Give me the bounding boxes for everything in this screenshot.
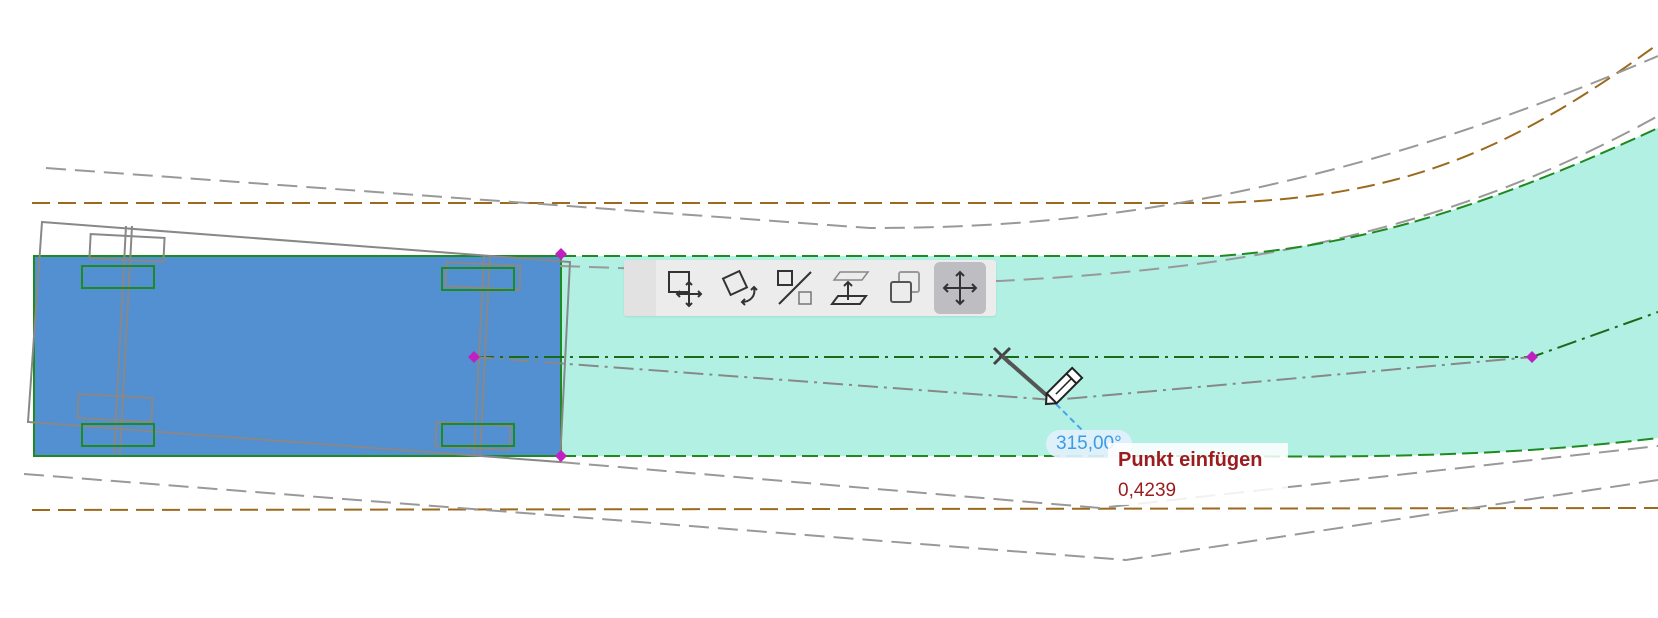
angle-guide-line — [1055, 403, 1087, 435]
multiply-button[interactable] — [879, 262, 931, 314]
pencil-cursor-icon — [1044, 366, 1084, 406]
guide-line-top — [32, 43, 1658, 204]
post-footprints — [81, 265, 515, 447]
grey-reference-top — [45, 55, 1658, 230]
post-frame-left[interactable] — [76, 225, 166, 455]
rotate-button[interactable] — [714, 262, 766, 314]
toolbar-grip-handle[interactable] — [624, 260, 656, 316]
pet-palette-toolbar[interactable] — [624, 260, 996, 316]
hotspot-markers[interactable] — [468, 248, 1538, 462]
tooltip-value: 0,4239 — [1118, 480, 1177, 501]
area-outline-top — [560, 127, 1658, 257]
rubber-band-line — [1000, 354, 1054, 402]
grey-reference-bottom — [23, 473, 1658, 562]
rotate-icon — [721, 269, 758, 306]
tracker-tooltip: Punkt einfügen 0,4239 — [1108, 443, 1288, 505]
mirror-icon — [777, 270, 812, 305]
tooltip-title: Punkt einfügen — [1118, 449, 1263, 471]
grey-reference-mid — [559, 115, 1658, 283]
cyan-area-fill[interactable] — [560, 128, 1658, 457]
drag-move-icon — [668, 271, 703, 308]
guide-line-bottom — [31, 507, 1658, 511]
drag-move-button[interactable] — [659, 262, 711, 314]
grey-reference-lower — [559, 445, 1658, 510]
mirror-button[interactable] — [769, 262, 821, 314]
move-button[interactable] — [934, 262, 986, 314]
elevate-icon — [830, 271, 870, 305]
multiply-icon — [890, 271, 920, 303]
move-icon — [942, 270, 978, 306]
axis-line-bent — [473, 356, 1533, 402]
rotated-element-outline[interactable] — [26, 220, 572, 464]
elevate-button[interactable] — [824, 262, 876, 314]
